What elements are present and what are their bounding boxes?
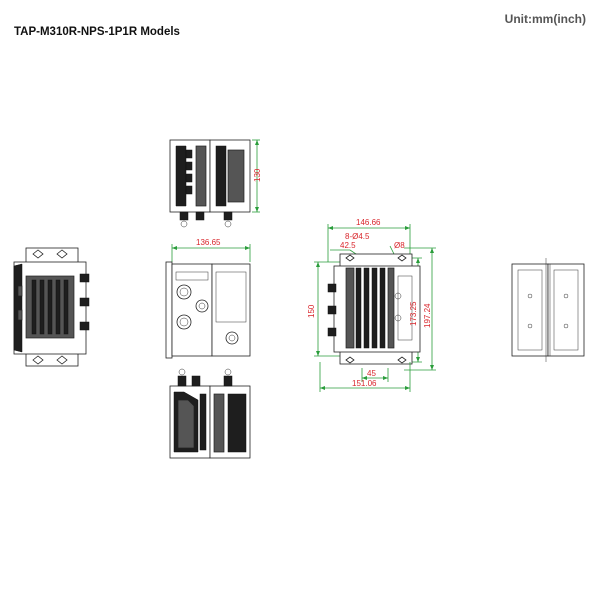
hole-label: 8-Ø4.5 [345, 232, 370, 241]
bottom-offset-dim: 45 [367, 369, 376, 378]
hole-diameter-dim: Ø8 [394, 241, 405, 250]
front-width-dim: 136.65 [196, 238, 221, 247]
bottom-width-dim: 151.06 [352, 379, 377, 388]
rear-outer-height-dim: 197.24 [423, 303, 432, 328]
left-side-view [13, 247, 90, 367]
bottom-view [169, 368, 251, 459]
rear-view [314, 224, 436, 392]
top-view [169, 139, 260, 228]
unit-label: Unit:mm(inch) [504, 12, 586, 26]
hole-offset-dim: 42.5 [340, 241, 356, 250]
rear-width-dim: 146.66 [356, 218, 381, 227]
front-view [165, 244, 251, 359]
right-side-view [511, 258, 585, 362]
rear-inner-height-dim: 173.25 [409, 301, 418, 326]
rear-height-dim: 150 [307, 304, 316, 318]
top-height-dim: 130 [253, 168, 262, 182]
drawing-title: TAP-M310R-NPS-1P1R Models [14, 26, 180, 38]
